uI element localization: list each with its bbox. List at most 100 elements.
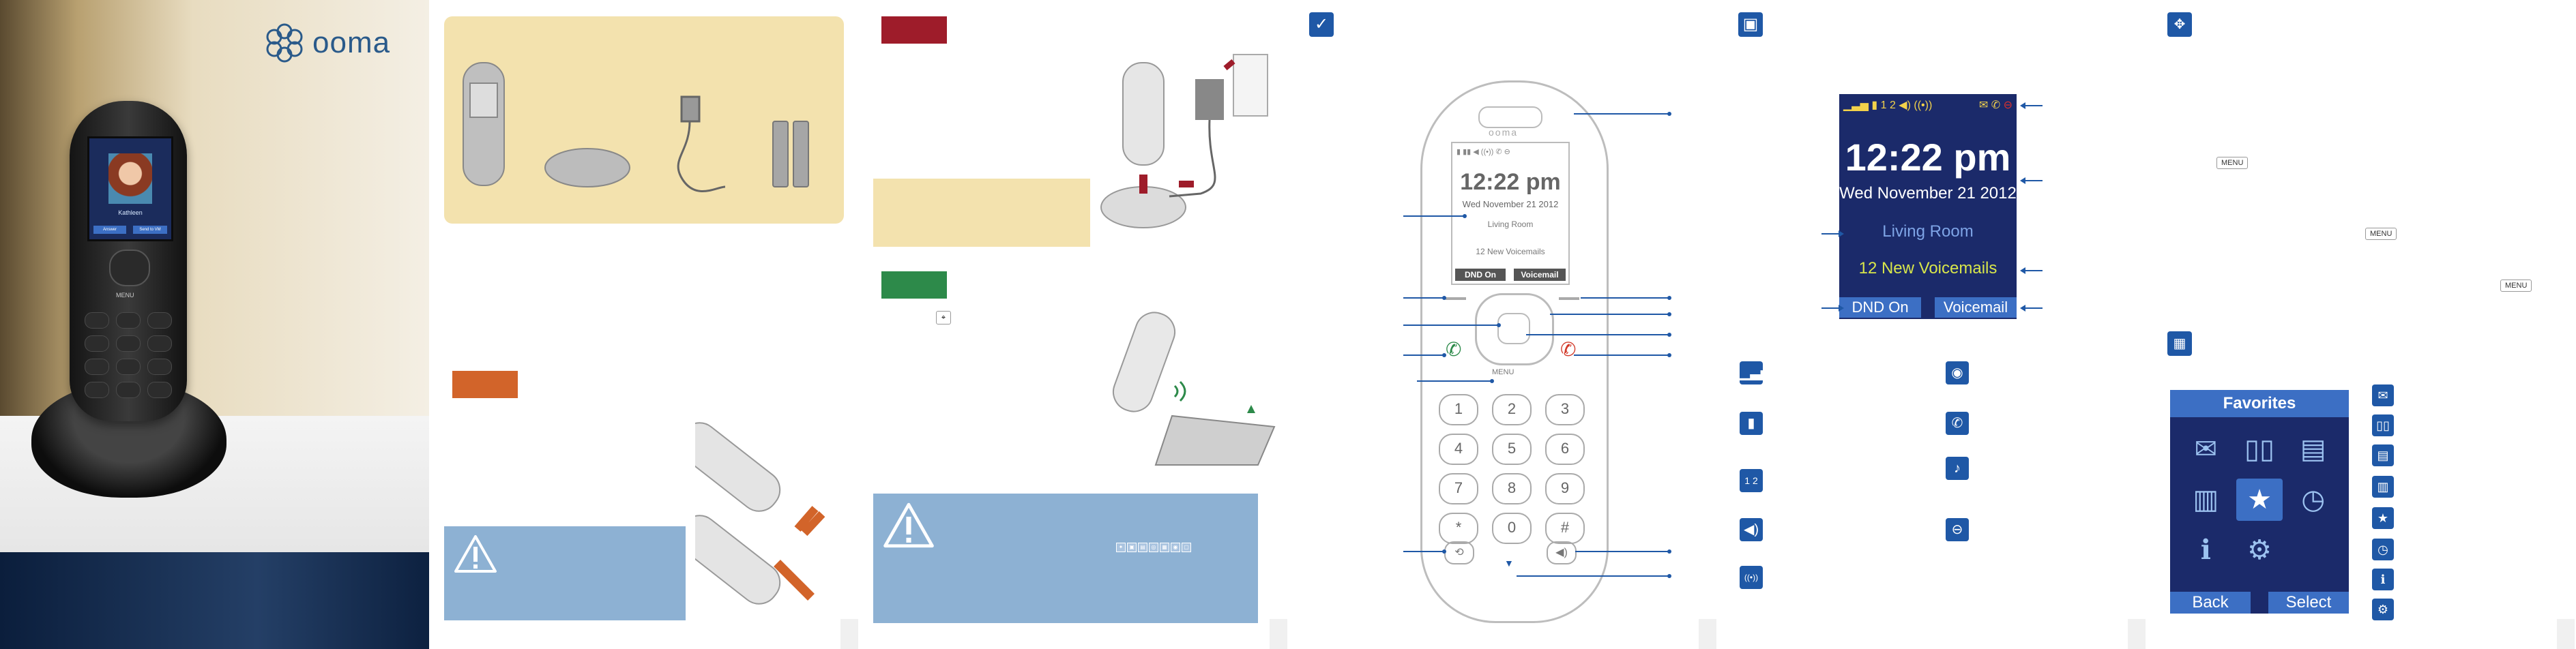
phone-icon: ▥	[2372, 476, 2394, 498]
back-softkey: Back	[2170, 592, 2251, 614]
checkmark-icon: ✓	[1309, 12, 1334, 37]
charging-illustration	[1100, 54, 1268, 228]
screen-icon: ▣	[1738, 12, 1763, 37]
key-star: *	[1439, 513, 1478, 544]
page-key-icon: ⌖	[936, 311, 951, 324]
star-icon: ★	[2372, 507, 2394, 529]
star-icon: ★	[2236, 479, 2283, 521]
ring-icon: ((•))	[1740, 566, 1763, 589]
voicemail-softkey: Voicemail	[1935, 297, 2017, 318]
pointer-arrow	[2020, 177, 2043, 184]
dnd-softkey: DND On	[1839, 297, 1921, 318]
status-bar: ▁▃▅ ▮ 1 2 ◀) ((•)) ✉ ✆ ⊖	[1843, 100, 2012, 111]
box-contents-panel	[429, 0, 858, 649]
speaker-icon: ◀)	[1547, 541, 1577, 564]
select-softkey: Select	[2268, 592, 2349, 614]
warning-box	[444, 526, 686, 620]
handset-overview-panel: ✓ ooma ▮ ▮▮ ◀ ((•)) ✆ ⊖ 12:22 pm Wed Nov…	[1287, 0, 1716, 649]
home-screen: ▁▃▅ ▮ 1 2 ◀) ((•)) ✉ ✆ ⊖ 12:22 pm Wed No…	[1839, 94, 2017, 319]
warning-box: ✦▣▤◎▦◉▢	[873, 494, 1258, 623]
key-9: 9	[1545, 473, 1585, 504]
home-date: Wed November 21 2012	[1839, 184, 2017, 202]
answer-softkey: Answer	[93, 226, 126, 234]
pointer-arrow	[1821, 230, 1844, 237]
handset-menu-label: MENU	[116, 292, 134, 299]
right-softkey-button	[1559, 297, 1579, 300]
handset-outline	[1420, 80, 1609, 623]
home-screen-panel: ▣ ▁▃▅ ▮ 1 2 ◀) ((•)) ✉ ✆ ⊖ 12:22 pm Wed …	[1716, 0, 2146, 649]
callout-line	[1403, 549, 1446, 554]
battery-icon: ▮	[1740, 412, 1763, 435]
info-icon: ℹ	[2200, 535, 2211, 565]
callout-line	[1517, 574, 1671, 578]
phone-icon: ✆	[1946, 412, 1969, 435]
outline-voicemail-softkey: Voicemail	[1514, 269, 1566, 281]
callout-line	[1574, 353, 1671, 357]
section-tab-red	[881, 16, 947, 44]
favorites-title: Favorites	[2170, 390, 2349, 417]
callout-line	[1550, 312, 1671, 316]
speaker-icon: ◀)	[1740, 518, 1763, 541]
handset-screen: Kathleen Answer Send to VM	[87, 136, 173, 241]
pairing-illustration	[1112, 312, 1276, 466]
talk-icon: ✆	[1446, 339, 1462, 360]
key-6: 6	[1545, 434, 1585, 465]
message-icon: ✉	[2194, 434, 2218, 464]
outline-menu-label: MENU	[1492, 368, 1514, 376]
page-number-box	[2128, 619, 2146, 649]
handset-keypad	[85, 312, 172, 398]
gear-icon: ⚙	[2372, 599, 2394, 620]
note-box	[873, 179, 1090, 247]
section-tab-orange	[452, 371, 518, 398]
microphone-icon: ▼	[1504, 558, 1514, 569]
earpiece	[1478, 106, 1542, 128]
outline-voicemails: 12 New Voicemails	[1476, 247, 1545, 256]
navigation-icon: ✥	[2167, 12, 2192, 37]
section-tab-green	[881, 271, 947, 299]
key-8: 8	[1492, 473, 1532, 504]
outline-brand: ooma	[1489, 127, 1519, 138]
outline-room: Living Room	[1487, 220, 1534, 229]
menu-key-icon: MENU	[2365, 228, 2397, 240]
ooma-flower-icon	[266, 23, 303, 63]
home-time: 12:22 pm	[1845, 136, 2011, 179]
pointer-arrow	[1821, 305, 1844, 312]
callout-line	[1526, 333, 1671, 337]
callout-line	[1575, 549, 1671, 554]
page-number-box	[1699, 619, 1716, 649]
box-contents-illustration	[463, 62, 809, 192]
setup-panel: ⌖ ✦▣▤◎▦◉▢	[858, 0, 1287, 649]
navigation-panel: ✥ MENU MENU MENU ▦ Favorites ✉ ▯▯ ▤ ▥ ★ …	[2146, 0, 2575, 649]
warning-triangle-icon	[454, 535, 497, 573]
send-to-vm-softkey: Send to VM	[133, 226, 167, 234]
pointer-arrow	[2020, 305, 2043, 312]
outline-dnd-softkey: DND On	[1455, 269, 1506, 281]
key-7: 7	[1439, 473, 1478, 504]
menu-key-icon: MENU	[2500, 280, 2532, 292]
call-log-icon: ◷	[2372, 539, 2394, 560]
contacts-icon: ▤	[2372, 444, 2394, 466]
gear-icon: ⚙	[2247, 535, 2272, 565]
brand-logo: ooma	[263, 22, 390, 64]
handset-nav-pad	[109, 250, 150, 286]
callout-line	[1403, 353, 1446, 357]
key-0: 0	[1492, 513, 1532, 544]
key-2: 2	[1492, 394, 1532, 425]
menu-key-icon: MENU	[2216, 157, 2249, 169]
adapter-item	[677, 95, 726, 192]
cover-blue-band	[0, 552, 429, 649]
caller-name: Kathleen	[118, 209, 143, 216]
intercom-icon: ▯▯	[2372, 414, 2394, 436]
pointer-arrow	[2020, 267, 2043, 274]
favorites-screen: Favorites ✉ ▯▯ ▤ ▥ ★ ◷ ℹ ⚙ Back Select	[2170, 390, 2349, 614]
callout-line	[1417, 379, 1494, 383]
home-room: Living Room	[1882, 222, 1974, 241]
home-voicemails: 12 New Voicemails	[1858, 259, 1997, 277]
callout-line	[1403, 296, 1446, 300]
battery-install-illustration	[695, 422, 825, 605]
key-1: 1	[1439, 394, 1478, 425]
callout-line	[1403, 323, 1501, 327]
favorites-grid: ✉ ▯▯ ▤ ▥ ★ ◷ ℹ ⚙	[2182, 428, 2337, 571]
key-3: 3	[1545, 394, 1585, 425]
call-log-icon: ◷	[2301, 485, 2326, 515]
